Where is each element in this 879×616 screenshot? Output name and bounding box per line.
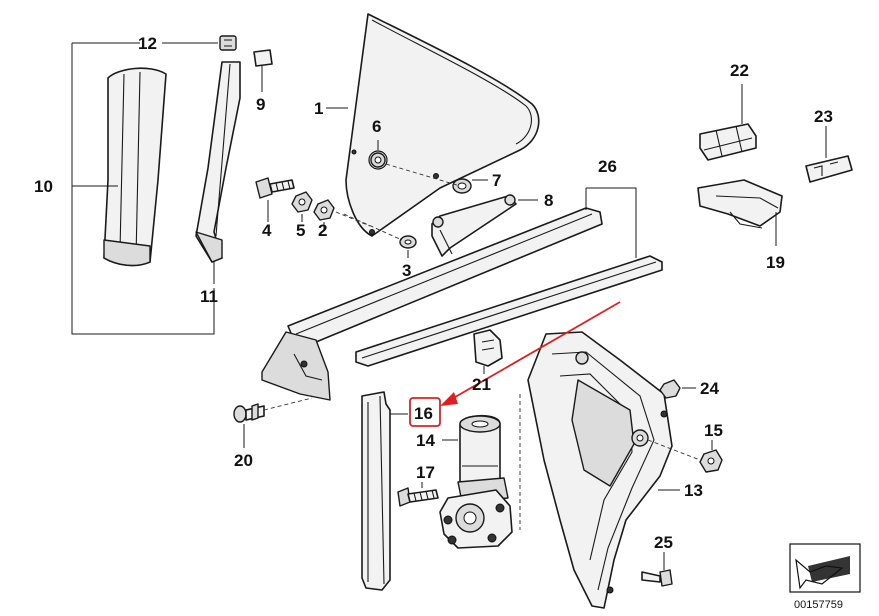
nut-5 <box>291 191 313 213</box>
reference-number: 00157759 <box>794 599 843 611</box>
callout-19: 19 <box>766 253 785 272</box>
bracket-10-12 <box>71 42 218 335</box>
assembly-line-20 <box>263 397 313 411</box>
callout-12: 12 <box>138 34 157 53</box>
bolt-20 <box>233 403 265 423</box>
callout-9: 9 <box>256 95 265 114</box>
highlight-arrow <box>440 301 621 406</box>
nut-2 <box>313 199 335 221</box>
callout-8: 8 <box>544 191 553 210</box>
bracket-19 <box>697 179 783 229</box>
clip-12 <box>219 35 237 51</box>
grommet-7 <box>452 178 472 194</box>
callout-10: 10 <box>34 177 53 196</box>
callout-1: 1 <box>314 99 323 118</box>
callout-3: 3 <box>402 261 411 280</box>
callout-21: 21 <box>472 375 491 394</box>
clip-22 <box>699 123 757 161</box>
callout-17: 17 <box>416 463 435 482</box>
bracket-8 <box>431 194 517 257</box>
nut-15 <box>699 449 723 473</box>
pillar-trim-10 <box>103 67 167 267</box>
callout-25: 25 <box>654 533 673 552</box>
window-channel-26 <box>261 207 663 401</box>
callout-5: 5 <box>296 221 305 240</box>
gear-housing <box>439 489 513 549</box>
pillar-trim-11 <box>195 61 241 263</box>
bolt-4 <box>255 177 295 199</box>
clip-21 <box>473 329 503 367</box>
washer-3 <box>399 235 417 249</box>
regulator-frame-13 <box>527 331 673 609</box>
clip-23 <box>805 155 853 183</box>
callout-7: 7 <box>492 171 501 190</box>
guide-rail-16 <box>361 391 391 591</box>
bracket-26 <box>585 187 637 258</box>
assembly-lines-glass <box>343 163 461 241</box>
callout-6: 6 <box>372 117 381 136</box>
callout-22: 22 <box>730 61 749 80</box>
callout-23: 23 <box>814 107 833 126</box>
callout-26: 26 <box>598 157 617 176</box>
nut-6 <box>368 150 388 170</box>
callout-13: 13 <box>684 481 703 500</box>
callout-15: 15 <box>704 421 723 440</box>
quarter-glass-1 <box>345 13 540 237</box>
clip-9 <box>253 49 273 67</box>
assembly-line-nuts <box>335 211 371 227</box>
bolt-17 <box>397 487 439 507</box>
window-motor-14 <box>457 414 509 503</box>
callout-11: 11 <box>200 287 218 306</box>
nut-24 <box>659 379 681 399</box>
reference-box <box>789 543 861 593</box>
callout-4: 4 <box>262 221 272 240</box>
bolt-25 <box>641 569 673 587</box>
callout-16: 16 <box>414 404 433 423</box>
callout-20: 20 <box>234 451 253 470</box>
assembly-line-15 <box>647 439 701 461</box>
callout-14: 14 <box>416 431 435 450</box>
callout-24: 24 <box>700 379 719 398</box>
highlight-box-16 <box>409 397 441 427</box>
callout-2: 2 <box>318 221 327 240</box>
